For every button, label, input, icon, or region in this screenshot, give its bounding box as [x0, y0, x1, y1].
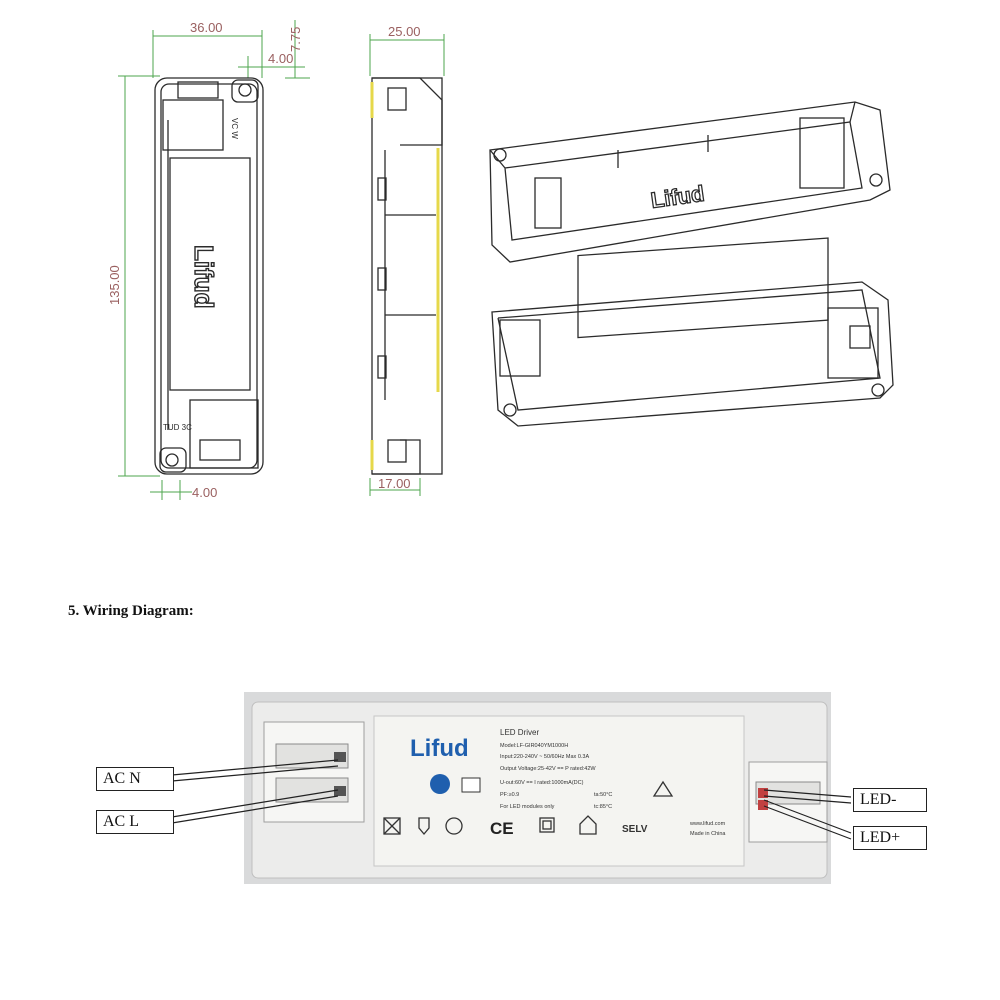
triangle-cert-icon	[652, 780, 674, 797]
label-leds-only: For LED modules only	[500, 804, 555, 810]
iso-open-brand-logo: Lifud	[649, 181, 706, 213]
label-made: Made in China	[690, 831, 726, 837]
cert-mark-icon	[461, 777, 481, 793]
label-brand-logo: Lifud	[410, 735, 469, 762]
side-view-accent	[370, 82, 440, 470]
dim-width-top: 36.00	[190, 20, 223, 35]
top-view	[154, 77, 264, 475]
top-view-brand-logo: Lifud	[189, 245, 219, 309]
label-uout: U-out:60V == I rated:1000mA(DC)	[500, 780, 584, 786]
callout-led-minus: LED-	[853, 788, 927, 812]
label-site: www.lifud.com	[689, 821, 726, 827]
top-view-mark-bottom: TUD 3C	[163, 423, 192, 432]
square-icon	[539, 817, 555, 833]
label-selv: SELV	[622, 824, 648, 835]
label-model: Model:LF-GIR040YM1000H	[500, 743, 568, 749]
top-view-mark: VC W	[230, 118, 239, 139]
weee-icon	[383, 817, 401, 835]
dim-side-width: 25.00	[388, 24, 421, 39]
dim-tab-width: 4.00	[268, 51, 293, 66]
section-title: 5. Wiring Diagram:	[68, 603, 194, 619]
label-ta: ta:50°C	[594, 792, 612, 798]
ring-icon	[445, 817, 463, 835]
label-pf: PF:≥0.9	[500, 792, 519, 798]
cert-badge-icon	[430, 774, 450, 794]
technical-drawing: 36.00 4.00 7.75 135.00 4.00 25.00 17.00 …	[107, 20, 894, 500]
left-terminal	[263, 721, 365, 823]
dim-side-bottom: 17.00	[378, 476, 411, 491]
label-product: LED Driver	[500, 728, 539, 737]
callout-led-plus: LED+	[853, 826, 927, 850]
label-tc: tc:85°C	[594, 804, 612, 810]
callout-ac-n: AC N	[96, 767, 174, 791]
dim-tab-offset: 7.75	[288, 27, 303, 52]
label-output: Output Voltage:25-42V == P rated:42W	[500, 766, 596, 772]
shield-icon	[418, 817, 430, 836]
iso-view-open	[489, 101, 891, 263]
dimension-lines	[118, 20, 445, 500]
driver-photo: Lifud LED Driver Model:LF-GIR040YM1000H …	[244, 692, 831, 884]
callout-ac-l: AC L	[96, 810, 174, 834]
dim-bottom-tab: 4.00	[192, 485, 217, 500]
house-icon	[579, 815, 597, 835]
right-terminal	[748, 761, 828, 843]
ce-mark: CE	[490, 819, 514, 838]
cert-symbols	[383, 780, 674, 836]
dim-length: 135.00	[107, 265, 122, 305]
label-input: Input:220-240V ~ 50/60Hz Max 0.3A	[500, 754, 589, 760]
side-view	[371, 77, 443, 475]
iso-view-closed	[491, 237, 894, 427]
